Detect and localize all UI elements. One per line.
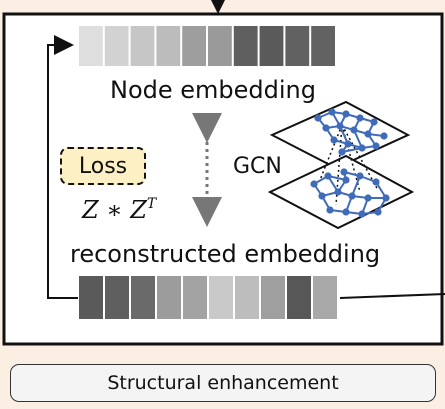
embedding-cell — [79, 26, 103, 66]
gcn-label: GCN — [233, 154, 282, 179]
gcn-graph-icon — [267, 100, 415, 230]
embedding-cell — [79, 276, 103, 319]
graph-node — [356, 114, 364, 122]
graph-node — [364, 130, 372, 138]
embedding-cell — [233, 26, 258, 66]
feedback-arrow — [47, 35, 78, 299]
graph-node — [348, 192, 356, 200]
embedding-cell — [208, 26, 232, 66]
node-embedding-label: Node embedding — [110, 76, 316, 104]
graph-node — [370, 118, 378, 126]
graph-node — [364, 194, 372, 202]
outgoing-line — [339, 293, 445, 299]
reconstructed-embedding-bar — [79, 276, 337, 319]
graph-node — [324, 172, 332, 180]
graph-node — [358, 144, 366, 152]
embedding-cell — [261, 276, 285, 319]
caption-box: Structural enhancement — [10, 364, 436, 402]
graph-node — [334, 188, 342, 196]
embedding-cell — [182, 26, 206, 66]
embedding-cell — [313, 276, 337, 319]
graph-node — [322, 124, 330, 132]
graph-node — [314, 114, 322, 122]
graph-node — [328, 108, 336, 116]
formula: Z ∗ ZT — [82, 196, 156, 224]
embedding-cell — [156, 26, 181, 66]
node-embedding-bar — [79, 26, 335, 66]
loss-box: Loss — [60, 147, 146, 185]
graph-node — [340, 168, 348, 176]
embedding-cell — [285, 26, 310, 66]
embedding-cell — [131, 276, 155, 319]
graph-node — [330, 136, 338, 144]
graph-node — [338, 148, 346, 156]
embedding-cell — [157, 276, 181, 319]
embedding-cell — [259, 26, 284, 66]
graph-node — [336, 122, 344, 130]
embedding-cell — [130, 26, 155, 66]
formula-superscript: T — [146, 196, 157, 212]
graph-node — [318, 192, 326, 200]
embedding-cell — [105, 276, 129, 319]
graph-node — [326, 206, 334, 214]
graph-node — [372, 178, 380, 186]
caption-label: Structural enhancement — [107, 372, 339, 394]
graph-node — [356, 172, 364, 180]
graph-node — [342, 176, 350, 184]
embedding-cell — [287, 276, 311, 319]
embedding-cell — [104, 26, 129, 66]
graph-node — [382, 194, 390, 202]
graph-node — [310, 180, 318, 188]
reconstructed-embedding-label: reconstructed embedding — [70, 240, 381, 268]
graph-node — [342, 208, 350, 216]
formula-base: Z ∗ Z — [82, 196, 147, 224]
graph-node — [380, 132, 388, 140]
graph-node — [344, 140, 352, 148]
graph-node — [350, 126, 358, 134]
embedding-cell — [183, 276, 207, 319]
graph-node — [372, 142, 380, 150]
loss-label: Loss — [78, 153, 128, 179]
embedding-cell — [311, 26, 335, 66]
graph-node — [358, 210, 366, 218]
embedding-cell — [235, 276, 259, 319]
embedding-cell — [209, 276, 233, 319]
graph-node — [374, 208, 382, 216]
graph-node — [342, 110, 350, 118]
